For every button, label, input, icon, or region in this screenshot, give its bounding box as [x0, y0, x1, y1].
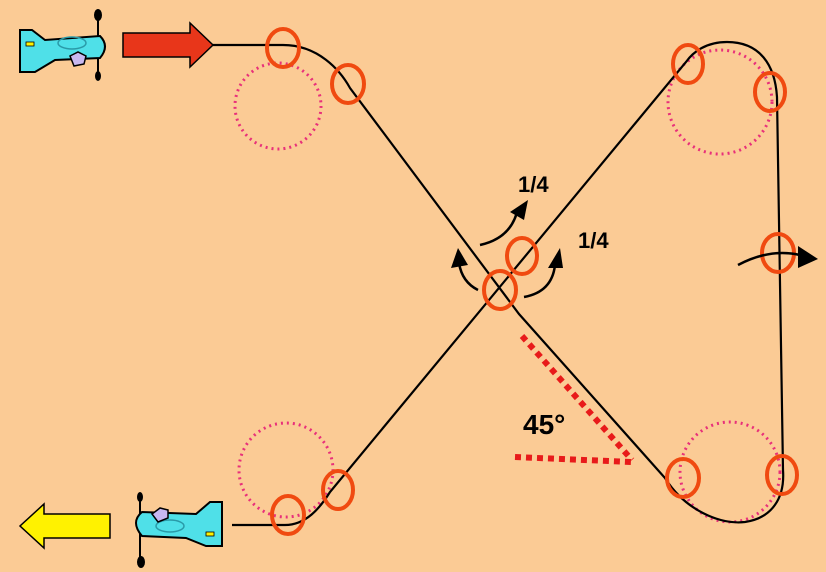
flight-path — [213, 40, 785, 527]
dotted-circle-top-right — [666, 48, 774, 156]
roll-arrow-icon — [737, 246, 818, 268]
arrow-left-icon — [18, 502, 111, 550]
roll-arrows — [451, 200, 818, 299]
angle-label: 45° — [523, 409, 565, 440]
marker-circle — [765, 454, 799, 496]
marker-circle — [665, 457, 701, 499]
roll-fraction-upper: 1/4 — [518, 172, 549, 197]
marker-circle — [330, 63, 366, 105]
dotted-circle-bottom-right — [678, 420, 782, 524]
roll-arrow-icon — [451, 248, 479, 292]
arrow-right-icon — [122, 21, 215, 69]
entry-plane — [19, 9, 106, 81]
entry-arrow — [122, 21, 215, 69]
angle-guide-horizontal — [514, 454, 633, 465]
airplane-icon — [19, 9, 106, 81]
marker-circle — [270, 494, 306, 536]
marker-circle — [753, 71, 787, 113]
marker-circle — [505, 236, 539, 276]
exit-arrow — [18, 502, 111, 550]
roll-markers — [265, 27, 799, 536]
dotted-circle-top-left — [233, 61, 323, 151]
dotted-circle-bottom-left — [237, 421, 335, 519]
marker-circle — [265, 27, 301, 69]
angle-guide — [514, 334, 635, 465]
roll-arrow-icon — [523, 248, 563, 299]
marker-circle — [321, 469, 355, 511]
marker-circle — [671, 43, 705, 85]
roll-arrow-icon — [479, 200, 528, 247]
angle-guide-diagonal — [519, 334, 635, 462]
roll-fraction-lower: 1/4 — [578, 228, 609, 253]
marker-circle — [482, 269, 518, 311]
airplane-icon — [135, 492, 223, 568]
dotted-circles — [233, 48, 782, 524]
exit-plane — [135, 492, 223, 568]
